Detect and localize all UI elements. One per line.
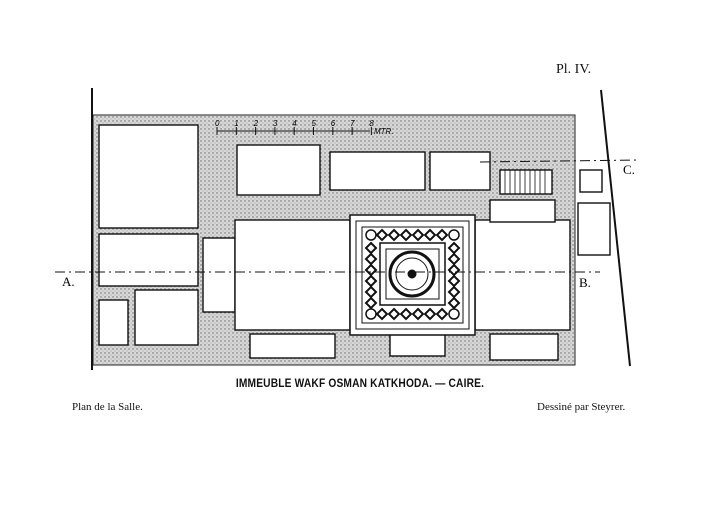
lattice-diamond	[447, 296, 461, 310]
scale-tick-label: 4	[292, 119, 297, 128]
scale-tick-label: 6	[331, 119, 336, 128]
lattice-diamond	[375, 307, 389, 321]
lattice-diamond	[435, 228, 449, 242]
corner-medallion	[448, 229, 460, 241]
lattice-diamond	[423, 228, 437, 242]
stair-room	[499, 169, 553, 195]
scale-tick-label: 0	[215, 119, 220, 128]
section-label-c: C.	[623, 162, 635, 177]
central-rosette	[388, 250, 436, 298]
lattice-diamond	[411, 228, 425, 242]
lattice-diamond	[435, 307, 449, 321]
lattice-diamond	[387, 307, 401, 321]
central-ceiling-square	[349, 214, 476, 336]
main-hall-east	[474, 219, 571, 331]
room-left-bottom	[134, 289, 199, 346]
stair-treads	[504, 170, 546, 194]
room-east-outside-small	[579, 169, 603, 193]
room-left-bottom-small	[98, 299, 129, 346]
scale-tick-label: 7	[350, 119, 355, 128]
central-fountain	[407, 269, 417, 279]
room-top-3	[429, 151, 491, 191]
scale-tick-label: 1	[234, 119, 238, 128]
scale-tick-label: 3	[273, 119, 278, 128]
room-left-top	[98, 124, 199, 229]
corner-medallion	[365, 308, 377, 320]
room-left-mid	[98, 233, 199, 287]
room-east-outside	[577, 202, 611, 256]
caption-right: Dessiné par Steyrer.	[537, 401, 626, 413]
room-bottom-3	[489, 333, 559, 361]
lattice-diamond	[411, 307, 425, 321]
plate-number: Pl. IV.	[556, 62, 592, 77]
scale-tick-label: 2	[253, 119, 259, 128]
scale-unit: MTR.	[374, 127, 394, 136]
lattice-border	[364, 228, 461, 321]
room-top-1	[236, 144, 321, 196]
lattice-diamond	[364, 296, 378, 310]
passage-left	[202, 237, 236, 313]
right-boundary-line	[600, 89, 631, 367]
room-east-top	[489, 199, 556, 223]
section-label-a: A.	[62, 274, 75, 289]
room-bottom-1	[249, 333, 336, 359]
lattice-diamond	[387, 228, 401, 242]
lattice-diamond	[399, 228, 413, 242]
lattice-diamond	[423, 307, 437, 321]
corner-medallion	[365, 229, 377, 241]
section-label-b: B.	[579, 275, 591, 290]
scale-tick-label: 5	[312, 119, 317, 128]
main-hall-west	[234, 219, 351, 331]
section-axis-c	[479, 159, 641, 163]
room-top-2	[329, 151, 426, 191]
lattice-diamond	[399, 307, 413, 321]
room-bottom-2	[389, 333, 446, 357]
lattice-diamond	[375, 228, 389, 242]
rooms	[98, 124, 611, 361]
plate-title: IMMEUBLE WAKF OSMAN KATKHODA. — CAIRE.	[235, 376, 485, 390]
scale-tick-label: 8	[369, 119, 374, 128]
caption-left: Plan de la Salle.	[72, 401, 143, 413]
corner-medallion	[448, 308, 460, 320]
